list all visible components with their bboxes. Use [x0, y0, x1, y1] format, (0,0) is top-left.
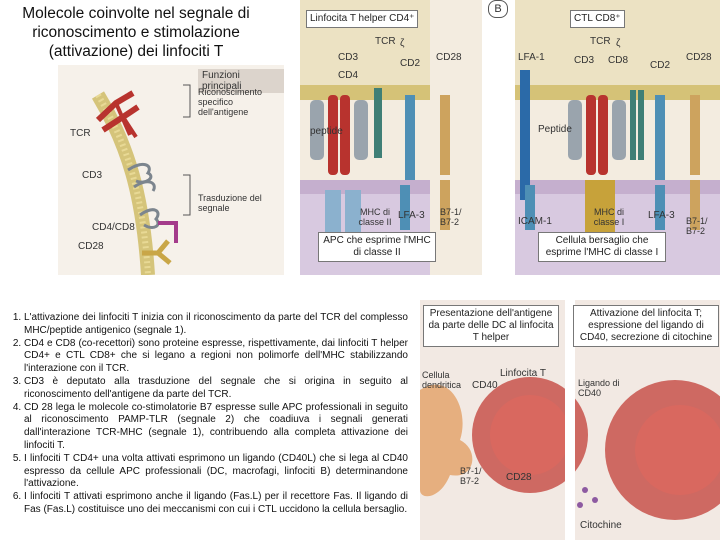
list-item: I linfociti T attivati esprimono anche i…: [24, 491, 408, 517]
function-transduction-label: Trasduzione del segnale: [198, 193, 262, 213]
cd4-cd8-molecule: [139, 208, 178, 243]
list-item: CD3 è deputato alla trasduzione del segn…: [24, 376, 408, 402]
panel-a-diagram: [91, 84, 191, 276]
cd40-ligand-label: Ligando di CD40: [578, 378, 620, 398]
cytokines-label: Citochine: [580, 520, 622, 531]
ctl-cd3-label: CD3: [574, 55, 595, 66]
dendritic-cell: [420, 384, 473, 497]
transduction-bracket: [183, 174, 191, 216]
target-caption: Cellula bersaglio che esprime l'MHC di c…: [538, 232, 666, 262]
cd4-cd8-label: CD4/CD8: [92, 222, 135, 233]
list-item: CD 28 lega le molecole co-stimolatorie B…: [24, 402, 408, 453]
th-lfa3-label: LFA-3: [398, 210, 425, 221]
panel-c-divider: [565, 300, 575, 540]
th-cd4-label: CD4: [338, 70, 359, 81]
th-cd2-label: CD2: [400, 58, 421, 69]
th-cd28-label: CD28: [436, 52, 462, 63]
ctl-cd28-label: CD28: [686, 52, 712, 63]
page-title: Molecole coinvolte nel segnale di ricono…: [22, 5, 250, 60]
ctl-cd8-label: CD8: [608, 55, 629, 66]
panel-b-letter: B: [488, 0, 508, 18]
panel-c-b7-label: B7-1/ B7-2: [460, 466, 482, 486]
ctl-tcr-label: TCR: [590, 36, 611, 47]
panel-c-left-header: Presentazione dell'antigene da parte del…: [423, 305, 559, 347]
cd3-molecule: [127, 162, 156, 192]
cd40-label: CD40: [472, 380, 498, 391]
th-header: Linfocita T helper CD4⁺: [306, 10, 419, 28]
panel-c-diagram: [420, 300, 720, 540]
panel-b-divider: [482, 0, 515, 275]
ctl-header: CTL CD8⁺: [570, 10, 625, 28]
th-peptide-label: peptide: [310, 126, 343, 137]
cd3-label: CD3: [82, 170, 103, 181]
ctl-lfa1-label: LFA-1: [518, 52, 545, 63]
cd28-label: CD28: [78, 241, 104, 252]
ctl-molecules: [520, 70, 700, 240]
ctl-peptide-label: Peptide: [538, 124, 572, 135]
function-recognition-label: Riconoscimento specifico dell'antigene: [198, 87, 263, 117]
th-b7-label: B7-1/ B7-2: [440, 207, 462, 227]
panel-a-molecules: Funzioni principali Riconoscimento speci…: [58, 65, 284, 276]
cytokine-dots: [577, 487, 598, 508]
panel-c-cd28-label: CD28: [506, 472, 532, 483]
explanation-list: L'attivazione dei linfociti T inizia con…: [4, 312, 408, 517]
activated-t-cell: [605, 380, 720, 520]
functions-header: Funzioni principali: [198, 69, 284, 93]
apc-membrane: [300, 180, 430, 194]
ctl-lfa3-label: LFA-3: [648, 210, 675, 221]
ctl-membrane: [515, 85, 720, 100]
list-item: CD4 e CD8 (co-recettori) sono proteine e…: [24, 338, 408, 376]
panel-c-cd40: Presentazione dell'antigene da parte del…: [420, 300, 720, 540]
ctl-zeta-label: ζ: [616, 38, 621, 49]
target-membrane: [515, 180, 720, 194]
th-cd3-label: CD3: [338, 52, 359, 63]
th-tcr-label: TCR: [375, 36, 396, 47]
list-item: I linfociti T CD4+ una volta attivati es…: [24, 453, 408, 491]
th-zeta-label: ζ: [400, 38, 405, 49]
ctl-mhc-label: MHC di classe I: [593, 207, 625, 227]
t-cell-label: Linfocita T: [500, 368, 546, 379]
apc-caption: APC che esprime l'MHC di classe II: [318, 232, 436, 262]
list-item: L'attivazione dei linfociti T inizia con…: [24, 312, 408, 338]
ctl-cd2-label: CD2: [650, 60, 671, 71]
recognition-bracket: [183, 84, 191, 118]
cd28-molecule: [142, 239, 172, 265]
ctl-icam-label: ICAM-1: [518, 216, 552, 227]
panel-b-synapses: B Linfocita T helper CD4⁺ CTL CD8⁺ TCR ζ…: [300, 0, 720, 275]
th-mhc-label: MHC di classe II: [358, 207, 392, 227]
th-molecules: [310, 88, 450, 250]
panel-c-right-header: Attivazione del linfocita T; espressione…: [573, 305, 719, 347]
tcr-label: TCR: [70, 128, 91, 139]
t-cell-body: [472, 377, 588, 493]
dendritic-cell-label: Cellula dendritica: [422, 370, 462, 390]
ctl-b7-label: B7-1/ B7-2: [686, 216, 708, 236]
tcr-molecule: [95, 90, 140, 139]
